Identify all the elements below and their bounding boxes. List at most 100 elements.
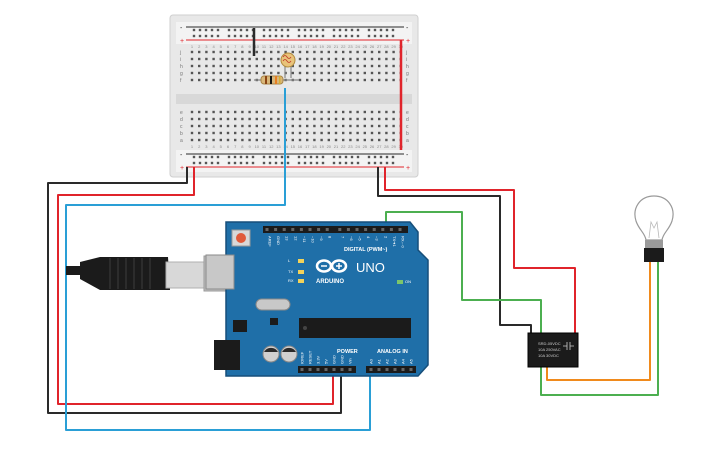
pin-hole[interactable] — [385, 368, 389, 371]
column-number: 25 — [363, 144, 368, 149]
pin-label: A3 — [393, 358, 398, 364]
relay-label-1: SRD-05VDC — [538, 341, 561, 346]
digital-pin-holes — [265, 228, 402, 231]
pin-hole[interactable] — [393, 368, 397, 371]
column-number: 26 — [370, 44, 375, 49]
pin-label: GND — [276, 236, 281, 245]
power-header-label: POWER — [337, 349, 358, 355]
pin-hole[interactable] — [398, 228, 402, 231]
reset-button[interactable] — [231, 229, 251, 247]
pin-label: ~5 — [358, 236, 363, 241]
light-bulb-icon[interactable] — [634, 195, 674, 262]
row-letter: i — [406, 57, 407, 63]
pin-label: ~9 — [319, 236, 324, 241]
pin-label: ~3 — [375, 236, 380, 241]
pin-hole[interactable] — [274, 228, 278, 231]
resistor-icon[interactable] — [254, 75, 299, 85]
column-number: 21 — [334, 44, 339, 49]
column-number: 22 — [341, 44, 346, 49]
row-letter: f — [406, 78, 408, 84]
usb-b-socket — [205, 254, 235, 290]
led-label-rx: RX — [288, 278, 294, 283]
column-number: 17 — [305, 44, 310, 49]
pin-label: 8 — [328, 236, 333, 239]
rail-plus-label-bl: + — [180, 165, 184, 172]
pin-label: 7 — [340, 236, 345, 239]
pin-hole[interactable] — [346, 228, 350, 231]
row-letter: i — [180, 57, 181, 63]
wire-black-gnd-arduino — [47, 167, 342, 414]
arduino-logo-icon — [315, 259, 348, 273]
smd-chip — [270, 318, 278, 325]
column-number: 9 — [248, 44, 251, 49]
pin-label: 12 — [293, 236, 298, 241]
column-number: 19 — [319, 144, 324, 149]
pin-hole[interactable] — [300, 368, 304, 371]
pin-label: 2 — [383, 236, 388, 239]
digital-header — [263, 226, 408, 233]
pin-hole[interactable] — [316, 368, 320, 371]
voltage-regulator — [233, 320, 247, 332]
pin-hole[interactable] — [364, 228, 368, 231]
relay-label-2: 10A 250VAC — [538, 347, 561, 352]
relay-label-3: 10A 30VDC — [538, 353, 559, 358]
pin-hole[interactable] — [308, 228, 312, 231]
pin-hole[interactable] — [325, 228, 329, 231]
pin-hole[interactable] — [265, 228, 269, 231]
pin-hole[interactable] — [308, 368, 312, 371]
pin-hole[interactable] — [324, 368, 328, 371]
breadboard-jumpers[interactable] — [252, 28, 403, 150]
wire-blue-analog — [65, 88, 371, 431]
pin-hole[interactable] — [317, 228, 321, 231]
usb-cable-icon — [66, 255, 231, 292]
pin-label: ~10 — [311, 236, 316, 244]
analog-header — [366, 366, 416, 373]
pin-label: 3.3V — [316, 355, 321, 364]
pin-label: TX➜1 — [392, 236, 397, 247]
column-number: 4 — [212, 144, 215, 149]
row-letter: d — [180, 117, 183, 123]
wire-orange-lamp — [546, 262, 651, 381]
column-number: 16 — [298, 44, 303, 49]
wire-red-5v-arduino — [57, 167, 334, 405]
rail-plus-label-tr: + — [406, 38, 410, 45]
crystal — [255, 298, 291, 311]
pin-label: A4 — [401, 358, 406, 364]
relay-icon[interactable]: SRD-05VDC 10A 250VAC 10A 30VDC — [527, 332, 579, 368]
pin-hole[interactable] — [338, 228, 342, 231]
column-number: 29 — [391, 144, 396, 149]
pin-hole[interactable] — [332, 368, 336, 371]
column-number: 10 — [255, 44, 260, 49]
pin-hole[interactable] — [291, 228, 295, 231]
rail-plus-label-tl: + — [180, 38, 184, 45]
column-number: 11 — [262, 44, 267, 49]
pin-hole[interactable] — [409, 368, 413, 371]
pin-hole[interactable] — [299, 228, 303, 231]
pin-hole[interactable] — [348, 368, 352, 371]
wires[interactable] — [47, 88, 659, 431]
row-letter: a — [406, 138, 409, 144]
pin-hole[interactable] — [369, 368, 373, 371]
pin-hole[interactable] — [282, 228, 286, 231]
rail-plus-label-br: + — [406, 165, 410, 172]
pin-hole[interactable] — [381, 228, 385, 231]
pin-hole[interactable] — [340, 368, 344, 371]
photoresistor-icon[interactable] — [280, 52, 296, 78]
pin-hole[interactable] — [377, 368, 381, 371]
column-number: 20 — [327, 144, 332, 149]
column-number: 7 — [234, 44, 237, 49]
column-number: 15 — [291, 144, 296, 149]
column-number: 27 — [377, 44, 382, 49]
pin-hole[interactable] — [355, 228, 359, 231]
column-number: 17 — [305, 144, 310, 149]
pin-hole[interactable] — [372, 228, 376, 231]
column-number: 20 — [327, 44, 332, 49]
pin-hole[interactable] — [389, 228, 393, 231]
pin-label: A1 — [377, 358, 382, 364]
pin-label: IOREF — [300, 351, 305, 364]
led-label-tx: TX — [288, 269, 293, 274]
pin-hole[interactable] — [401, 368, 405, 371]
